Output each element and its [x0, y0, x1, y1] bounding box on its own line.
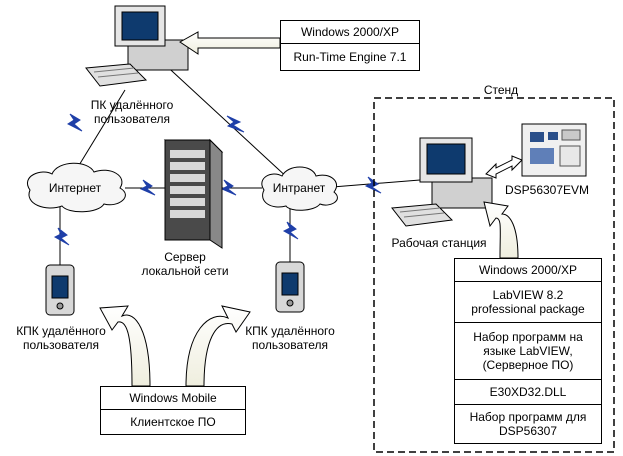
workstation-pc-icon	[391, 137, 493, 227]
lightning-icon	[139, 179, 156, 196]
pda-right-label: КПК удалённого пользователя	[230, 324, 350, 352]
workstation-label: Рабочая станция	[391, 236, 487, 250]
mobile-arrow-right-icon	[185, 305, 251, 387]
remote-pc-icon	[85, 5, 189, 87]
stand-software-dsp-line1: Набор программ для	[469, 410, 587, 424]
server-label: Сервер локальной сети	[120, 250, 250, 278]
internet-label: Интернет	[48, 181, 102, 195]
dsp-board-icon	[521, 123, 587, 177]
connection-lines	[59, 59, 421, 265]
pda-right-label-line2: пользователя	[252, 338, 328, 352]
pda-left-label-line2: пользователя	[23, 338, 99, 352]
remote-pc-label-line2: пользователя	[94, 112, 170, 126]
pda-right-icon	[275, 261, 305, 313]
stand-arrow-icon	[483, 201, 519, 259]
lightning-icon	[53, 227, 70, 246]
wireless-links	[53, 113, 382, 246]
dsp-board-label: DSP56307EVM	[504, 183, 590, 197]
stand-software-labview-line2: professional package	[471, 302, 585, 316]
mobile-software-os: Windows Mobile	[100, 386, 246, 410]
lightning-icon	[226, 115, 245, 133]
mobile-software-client: Клиентское ПО	[100, 409, 246, 435]
stand-software-dll: E30XD32.DLL	[454, 379, 602, 405]
stand-software-programs-line3: (Серверное ПО)	[482, 358, 574, 372]
internet-cloud-icon	[27, 162, 126, 213]
stand-software-programs-line1: Набор программ на	[473, 330, 583, 344]
remote-pc-software-runtime: Run-Time Engine 7.1	[280, 43, 420, 71]
stand-software-labview: LabVIEW 8.2 professional package	[454, 281, 602, 323]
server-label-line1: Сервер	[164, 250, 206, 264]
intranet-label: Интранет	[272, 181, 326, 195]
stand-software-programs-line2: языке LabVIEW,	[483, 344, 573, 358]
stand-software-programs: Набор программ на языке LabVIEW, (Сервер…	[454, 322, 602, 380]
lightning-icon	[220, 179, 237, 196]
bidirectional-arrow-icon	[485, 155, 523, 179]
stand-software-dll-text: E30XD32.DLL	[489, 385, 567, 399]
stand-title: Стенд	[483, 83, 519, 97]
stand-software-os: Windows 2000/XP	[454, 258, 602, 282]
install-arrow-icon	[179, 31, 281, 55]
stand-software-dsp-line2: DSP56307	[498, 424, 558, 438]
pda-left-label: КПК удалённого пользователя	[2, 324, 120, 352]
server-label-line2: локальной сети	[141, 264, 229, 278]
remote-pc-label: ПК удалённого пользователя	[72, 98, 192, 126]
pda-right-label-line1: КПК удалённого	[245, 324, 335, 338]
remote-pc-label-line1: ПК удалённого	[90, 98, 174, 112]
remote-pc-software-os: Windows 2000/XP	[280, 20, 420, 44]
server-icon	[163, 138, 224, 249]
pda-left-label-line1: КПК удалённого	[16, 324, 106, 338]
pda-left-icon	[45, 264, 75, 316]
lightning-icon	[282, 221, 299, 240]
stand-software-labview-line1: LabVIEW 8.2	[492, 288, 564, 302]
stand-software-os-text: Windows 2000/XP	[478, 263, 578, 277]
stand-software-dsp: Набор программ для DSP56307	[454, 404, 602, 444]
mobile-arrow-left-icon	[99, 305, 151, 387]
intranet-cloud-icon	[261, 166, 338, 211]
lightning-icon	[67, 113, 83, 132]
